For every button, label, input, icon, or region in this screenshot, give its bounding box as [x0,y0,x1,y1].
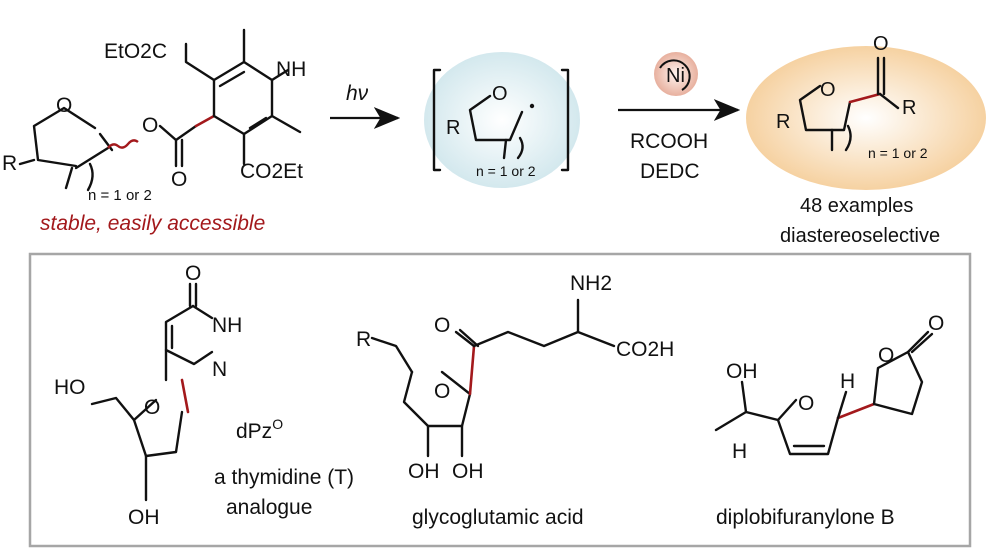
glyco-co2h-label: CO2H [616,338,674,361]
substrate-nh-label: NH [276,58,306,81]
substrate-ring-o-label: O [56,94,72,117]
substrate-n-label: n = 1 or 2 [88,187,152,204]
glyco-ketone-o-label: O [434,314,450,337]
diplo-oh-label: OH [726,360,758,383]
radical-r-label: R [446,117,460,139]
radical-n-label: n = 1 or 2 [476,163,536,179]
dpzo-carbonyl-o-label: O [185,262,201,285]
catalytic-cycle-icon [659,59,691,91]
dpzo-structure [90,282,214,502]
nickel-label: Ni [666,65,685,87]
product-n-label: n = 1 or 2 [868,145,928,161]
product-bubble [746,46,986,190]
substrate-ester-o-label: O [142,114,158,137]
product-structure [798,56,900,152]
product-carbonyl-o-label: O [873,33,889,55]
glycoglutamic-structure [370,298,616,458]
substrate-r-label: R [2,152,17,175]
product-ring-o-label: O [820,79,836,101]
dpzo-ho-label: HO [54,376,86,399]
dpzo-ring-o-label: O [144,396,160,419]
substrate-carbonyl-o-label: O [171,168,187,191]
light-label: hν [346,82,369,105]
diplo-caption: diplobifuranylone B [716,506,895,529]
product-caption-examples: 48 examples [800,195,913,217]
diplo-lactone-o-label: O [928,312,944,335]
radical-structure [432,68,570,172]
substrate-ester-bottom-label: CO2Et [240,160,303,183]
dpzo-oh-label: OH [128,506,160,529]
reagent-acid-label: RCOOH [630,130,708,153]
glyco-ring-o-label: O [434,380,450,403]
dpzo-name: dPzO [236,416,283,443]
product-r-right-label: R [902,97,916,119]
glyco-nh2-label: NH2 [570,272,612,295]
glyco-oh-2-label: OH [452,460,484,483]
glyco-oh-1-label: OH [408,460,440,483]
glyco-r-label: R [356,328,371,351]
dpzo-n-label: N [212,358,227,381]
dpzo-nh-label: NH [212,314,242,337]
product-caption-selectivity: diastereoselective [780,225,940,247]
diplo-h-2-label: H [732,440,747,463]
radical-o-label: O [492,83,508,105]
substrate-caption: stable, easily accessible [40,212,265,235]
substrate-structure [18,28,302,192]
product-r-left-label: R [776,111,790,133]
diplo-lactone-ring-o-label: O [878,344,894,367]
dpzo-caption-1: a thymidine (T) [214,466,354,489]
dpzo-caption-2: analogue [226,496,312,519]
examples-box [28,252,972,548]
glyco-caption: glycoglutamic acid [412,506,584,529]
reagent-dedc-label: DEDC [640,160,700,183]
radical-bubble [424,52,580,188]
diplo-h-1-label: H [840,370,855,393]
substrate-ester-top-label: EtO2C [104,40,167,63]
diplobifuranylone-structure [714,330,934,456]
diplo-ring-o-label: O [798,392,814,415]
